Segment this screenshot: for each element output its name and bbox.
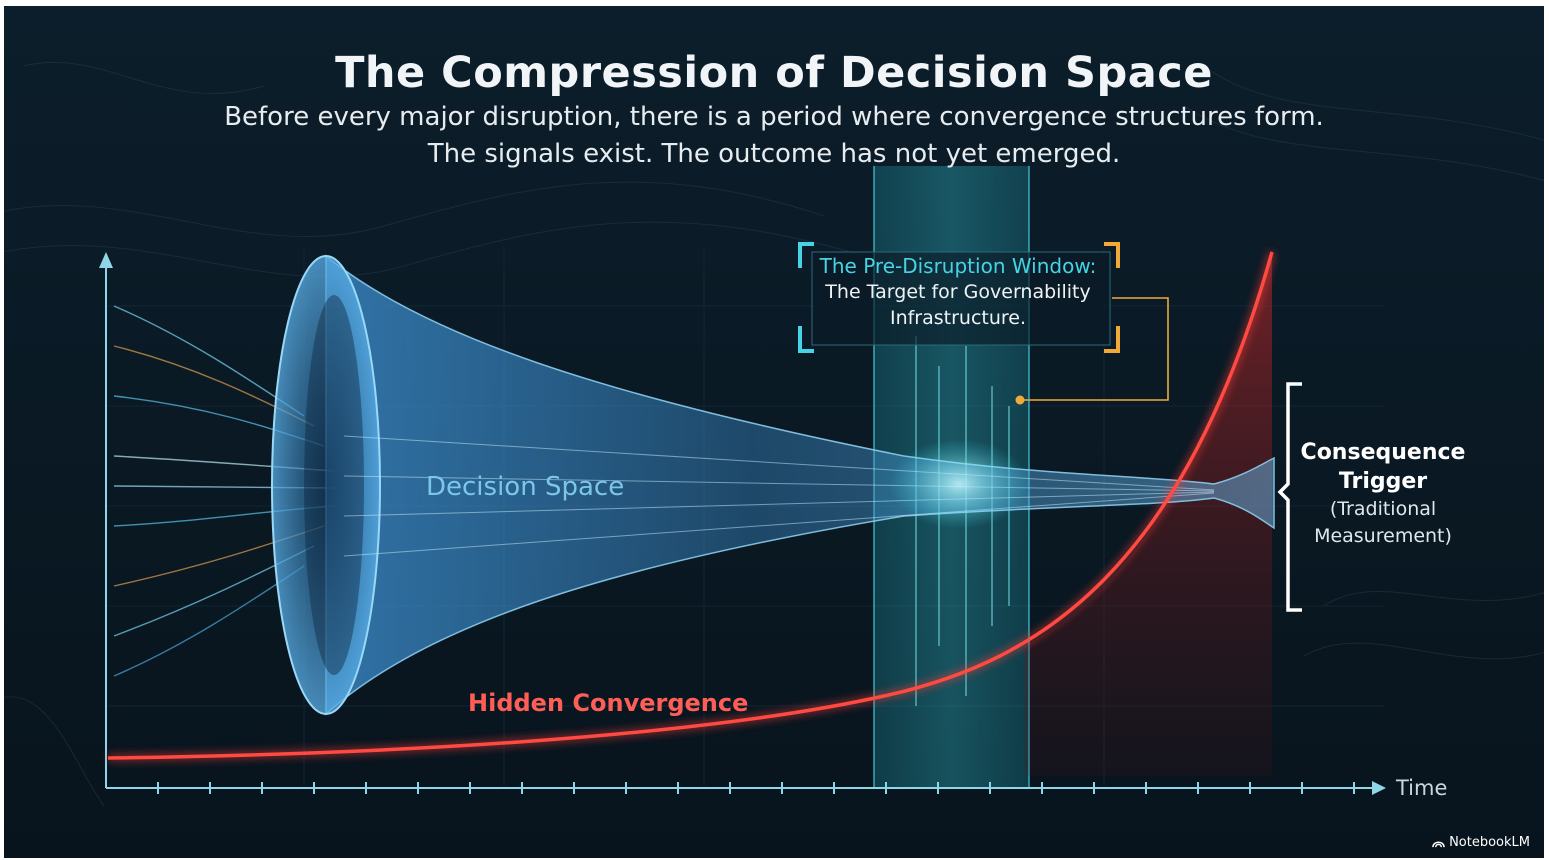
trigger-line-3: (Traditional xyxy=(1329,498,1437,520)
consequence-trigger-bracket xyxy=(1277,382,1302,612)
topographic-background xyxy=(4,61,1544,807)
chart-axes xyxy=(99,252,1386,795)
infographic-canvas: The Compression of Decision Space Before… xyxy=(4,6,1544,858)
window-callout-frame xyxy=(798,242,1120,353)
trigger-line-4: Measurement) xyxy=(1314,525,1452,547)
hidden-convergence-label: Hidden Convergence xyxy=(468,689,749,717)
subtitle-line-2: The signals exist. The outcome has not y… xyxy=(427,139,1121,169)
time-axis-label: Time xyxy=(1396,776,1448,800)
callout-heading: The Pre-Disruption Window: xyxy=(819,254,1097,278)
notebooklm-watermark: NotebookLM xyxy=(1432,835,1530,850)
consequence-trigger-label: Consequence Trigger (Traditional Measure… xyxy=(1288,438,1478,550)
window-glow xyxy=(889,439,1029,529)
consequence-area xyxy=(1024,252,1272,776)
axis-ticks xyxy=(157,782,1355,794)
brand-name: NotebookLM xyxy=(1449,835,1530,850)
page-title: The Compression of Decision Space xyxy=(335,48,1213,98)
callout-connector xyxy=(1015,297,1169,405)
trigger-line-1: Consequence xyxy=(1300,440,1466,465)
hidden-convergence-curve xyxy=(107,250,1276,762)
callout-line-3: Infrastructure. xyxy=(889,307,1027,329)
diagram-graphic xyxy=(4,6,1544,858)
subtitle-line-1: Before every major disruption, there is … xyxy=(224,102,1324,132)
trigger-line-2: Trigger xyxy=(1338,469,1428,494)
callout-line-2: The Target for Governability xyxy=(825,281,1091,303)
pre-disruption-window-callout: The Pre-Disruption Window: The Target fo… xyxy=(805,244,1111,344)
notebooklm-logo-icon xyxy=(1432,841,1445,848)
decision-space-funnel xyxy=(271,254,1275,716)
decision-space-label: Decision Space xyxy=(426,472,625,502)
